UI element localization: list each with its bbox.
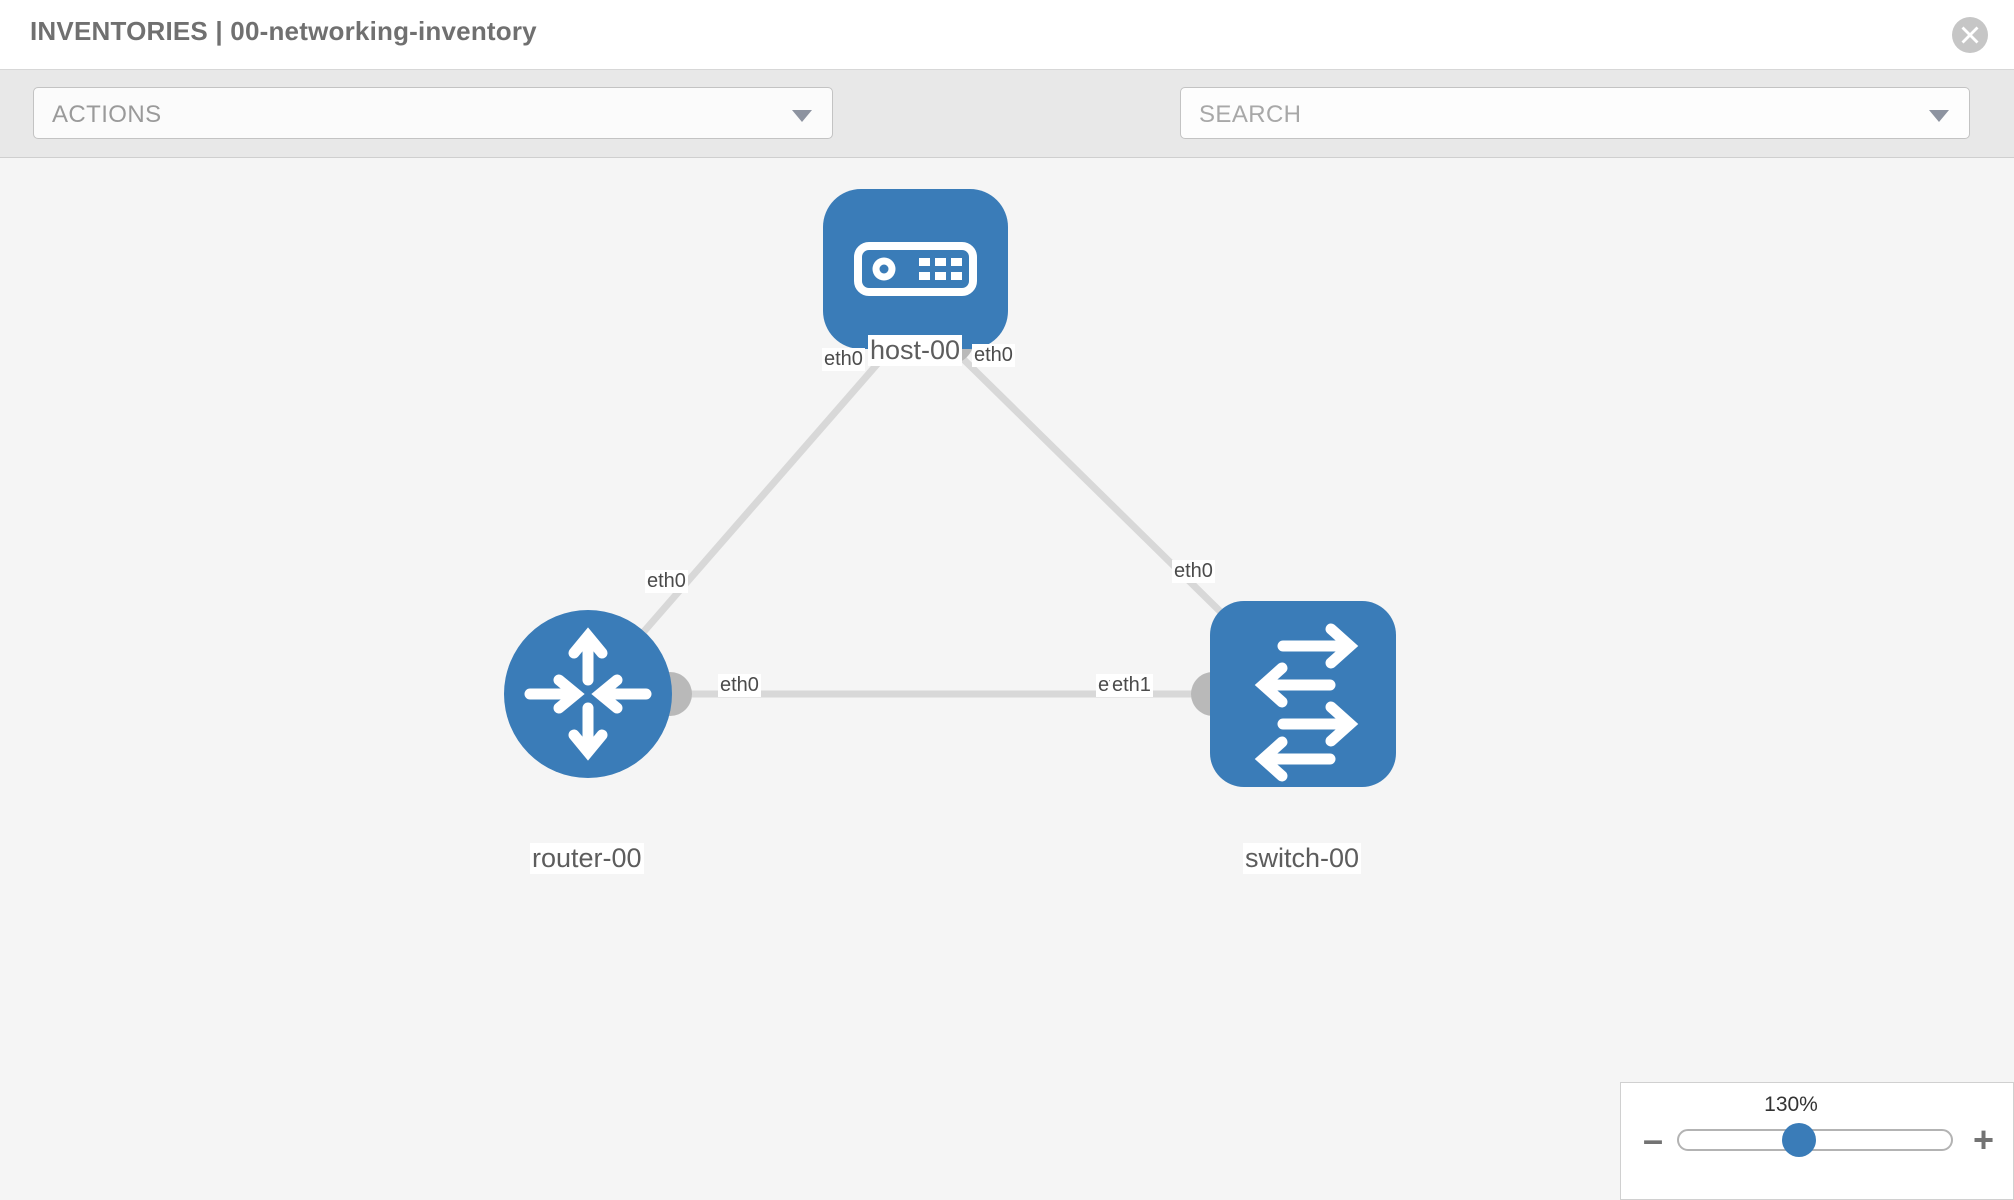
edge-label-switch00-uplink-eth0: eth0 xyxy=(1172,560,1215,583)
node-label-switch-00: switch-00 xyxy=(1243,843,1362,874)
topology-edges xyxy=(637,343,1240,698)
search-input[interactable]: SEARCH xyxy=(1180,87,1970,139)
node-label-host-00: host-00 xyxy=(868,335,963,366)
topology-connectors xyxy=(648,316,1261,716)
zoom-in-button[interactable]: + xyxy=(1973,1119,1995,1160)
topology-graph xyxy=(504,189,1396,787)
search-chevron-down-icon[interactable] xyxy=(1929,110,1949,122)
node-host-00[interactable] xyxy=(823,189,1008,349)
node-switch-00[interactable] xyxy=(1210,601,1396,787)
edge-label-host00-eth0-left: eth0 xyxy=(822,348,865,371)
page-title: INVENTORIES | 00-networking-inventory xyxy=(30,16,537,46)
router-arrows-icon xyxy=(524,627,652,761)
chevron-down-icon xyxy=(792,110,812,122)
zoom-slider-thumb[interactable] xyxy=(1782,1123,1816,1157)
page-header: INVENTORIES | 00-networking-inventory xyxy=(0,0,2014,70)
close-button[interactable] xyxy=(1952,17,1988,53)
topology-canvas[interactable]: eth0 eth0 eth0 eth0 eth0 eth0 eth1 host-… xyxy=(0,158,2014,1200)
switch-arrows-icon xyxy=(1254,623,1359,782)
actions-dropdown[interactable]: ACTIONS xyxy=(33,87,833,139)
node-label-router-00: router-00 xyxy=(530,843,644,874)
zoom-percent-label: 130% xyxy=(1764,1093,1818,1116)
host-server-icon xyxy=(854,242,977,296)
actions-dropdown-label: ACTIONS xyxy=(52,101,162,128)
node-router-00[interactable] xyxy=(504,610,672,778)
zoom-out-button[interactable]: – xyxy=(1643,1119,1664,1160)
edge-label-router00-uplink-eth0: eth0 xyxy=(645,570,688,593)
edge-host00-switch00[interactable] xyxy=(947,343,1240,631)
zoom-control-panel: 130% – + xyxy=(1620,1082,2014,1200)
toolbar: ACTIONS SEARCH xyxy=(0,70,2014,202)
edge-label-host00-eth0-right: eth0 xyxy=(972,344,1015,367)
close-icon xyxy=(1961,26,1979,44)
edge-label-router00-eth0: eth0 xyxy=(718,674,761,697)
edge-label-switch00-eth1: eth1 xyxy=(1110,674,1153,697)
search-placeholder: SEARCH xyxy=(1199,101,1302,128)
